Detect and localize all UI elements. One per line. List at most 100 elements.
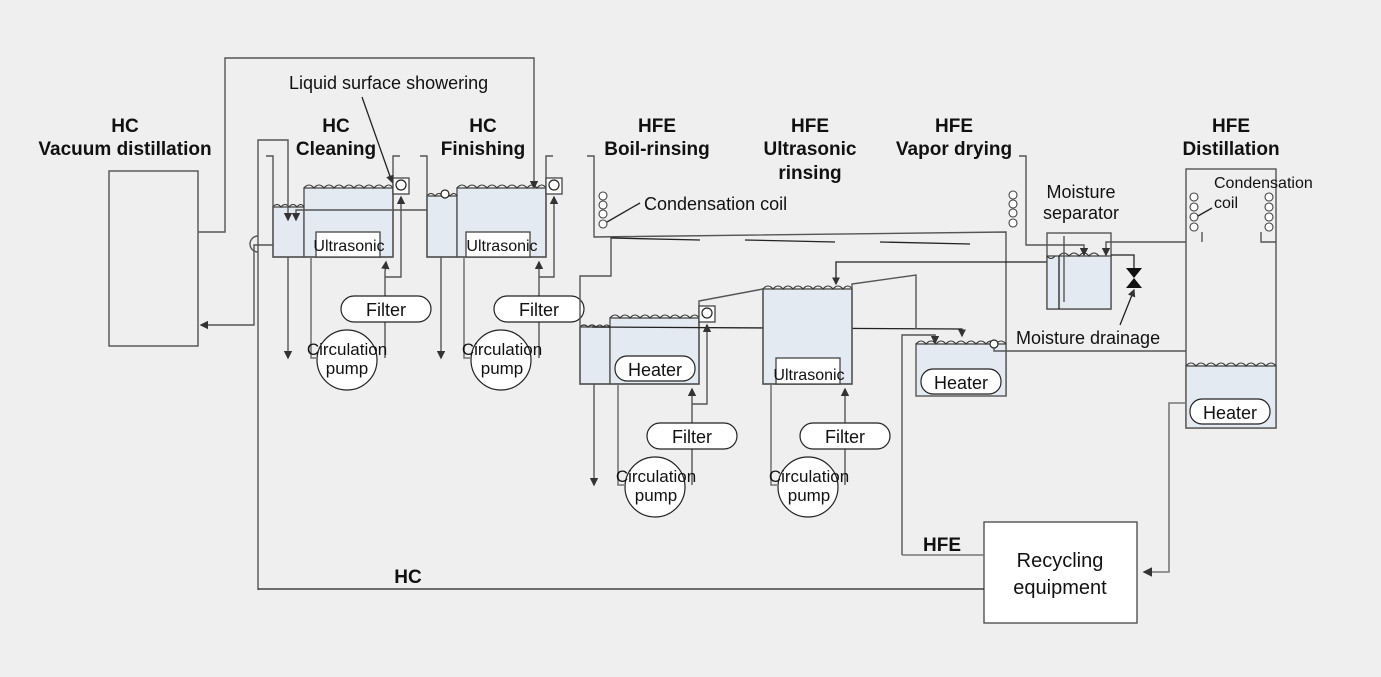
lid-segment — [879, 241, 971, 245]
title-line: HFE — [935, 116, 973, 137]
pump-label: Circulation — [616, 467, 696, 486]
hc-main-loop — [257, 139, 289, 590]
vapor-drying-to-distillation-line — [993, 348, 1206, 368]
title-line: HC — [469, 116, 497, 137]
filter — [799, 422, 891, 450]
shower-feed — [385, 195, 406, 278]
ultrasonic-transducer — [315, 231, 381, 258]
pump-label: pump — [326, 359, 369, 378]
annotation-moisture-drainage: Moisture drainage — [1016, 328, 1160, 348]
recycling-equipment: Recycling equipment — [983, 521, 1138, 624]
lid-segment — [610, 237, 701, 241]
recycling-label: equipment — [1013, 577, 1107, 599]
filter-label: Filter — [672, 427, 712, 447]
title-line: HC — [111, 116, 139, 137]
liquid-surface — [1185, 362, 1277, 367]
station-title-hfe-distillation: HFE Distillation — [1182, 116, 1279, 160]
hfe-ultrasonic-circulation: Filter Circulation pump — [769, 384, 891, 518]
condensation-coil-distillation-left — [1189, 192, 1199, 232]
vapor-to-separator-line — [1019, 155, 1089, 257]
title-line: rinsing — [778, 163, 841, 184]
pump-label: pump — [481, 359, 524, 378]
circulation-pump — [470, 329, 532, 391]
hfe-boil-rinsing-tank: Heater — [579, 288, 764, 385]
separator-liquid — [1046, 255, 1112, 310]
hc-finishing-circulation: Filter Circulation pump — [436, 195, 585, 391]
title-line: Vapor drying — [896, 139, 1012, 160]
moisture-separator: Moisture separator — [1043, 182, 1119, 310]
overflow-compartment — [426, 195, 458, 258]
shower-feed — [539, 195, 559, 278]
liquid-surface — [272, 203, 305, 208]
tank-wall — [762, 274, 917, 385]
annotation-liquid-surface-showering: Liquid surface showering — [289, 73, 488, 93]
coil-drain-right — [1260, 232, 1276, 243]
recycling-label: Recycling — [1017, 550, 1104, 572]
drain-valve-icon[interactable] — [1126, 268, 1142, 288]
overflow-compartment — [579, 326, 611, 385]
pump-line — [310, 257, 316, 359]
annotation-pointer — [1197, 207, 1213, 217]
station-title-hc-vacuum-distillation: HC Vacuum distillation — [38, 116, 211, 160]
hfe-vapor-drying-sump: Heater — [915, 339, 1007, 397]
hfe-recycle-line — [901, 334, 940, 555]
title-line: Ultrasonic — [764, 139, 857, 160]
title-line: Finishing — [441, 139, 525, 160]
annotation-condensation-coil: coil — [1214, 195, 1238, 212]
ultrasonic-transducer — [465, 231, 531, 258]
hfe-vapor-enclosure — [587, 155, 1007, 396]
heater — [1189, 398, 1271, 425]
hfe-boil-rinsing-circulation: Filter Circulation pump — [589, 323, 738, 518]
tank-wall — [579, 288, 764, 385]
title-line: Cleaning — [296, 139, 376, 160]
pump-line — [463, 257, 470, 359]
hc-cleaning-tank: Ultrasonic — [266, 155, 410, 258]
liquid-surface — [303, 184, 394, 189]
filter-label: Filter — [825, 427, 865, 447]
condensation-coil-left — [598, 191, 608, 229]
condensation-coil-right — [1008, 190, 1018, 228]
drain-line — [1111, 254, 1135, 268]
pump-label: Circulation — [307, 340, 387, 359]
hc-finishing-tank: Ultrasonic — [420, 155, 563, 258]
hfe-ultrasonic-rinsing-tank: Ultrasonic — [762, 274, 917, 385]
heater — [614, 355, 696, 382]
hc-distillate-line — [198, 57, 539, 233]
lid-segment — [744, 239, 836, 243]
flow-label-hfe: HFE — [923, 535, 961, 556]
title-line: HFE — [638, 116, 676, 137]
circulation-pump — [316, 329, 378, 391]
pump-label: pump — [788, 486, 831, 505]
overflow-nozzle-icon — [440, 189, 450, 199]
moisture-separator-label: separator — [1043, 203, 1119, 223]
filter-label: Filter — [519, 300, 559, 320]
hfe-distillation-unit: Condensation coil Heater — [1185, 168, 1313, 429]
annotation-condensation-coil: Condensation coil — [644, 194, 787, 214]
heater — [920, 368, 1002, 395]
liquid-surface — [609, 314, 700, 319]
heater-label: Heater — [628, 360, 682, 380]
pump-discharge — [381, 260, 390, 358]
title-line: HC — [322, 116, 350, 137]
distillate-to-separator-line — [1101, 241, 1202, 257]
ultrasonic-label: Ultrasonic — [313, 238, 384, 255]
title-line: HFE — [1212, 116, 1250, 137]
filter-label: Filter — [366, 300, 406, 320]
circulation-pump — [624, 456, 686, 518]
annotation-condensation-coil: Condensation — [1214, 175, 1313, 192]
heater-label: Heater — [934, 373, 988, 393]
circulation-pump — [777, 456, 839, 518]
liquid-surface — [1046, 252, 1100, 260]
shower-nozzle-icon — [548, 179, 560, 191]
overflow-nozzle-icon — [989, 339, 999, 349]
moisture-separator-label: Moisture — [1046, 182, 1115, 202]
flow-label-hc: HC — [394, 567, 422, 588]
ultrasonic-label: Ultrasonic — [466, 238, 537, 255]
boil-rinse-wall — [579, 237, 612, 300]
separator-return-line — [832, 261, 1049, 286]
annotation-pointer — [606, 202, 641, 223]
station-title-hfe-boil-rinsing: HFE Boil-rinsing — [604, 116, 710, 160]
station-title-hc-cleaning: HC Cleaning — [296, 116, 376, 160]
hc-vacuum-distillation-unit — [108, 170, 199, 347]
